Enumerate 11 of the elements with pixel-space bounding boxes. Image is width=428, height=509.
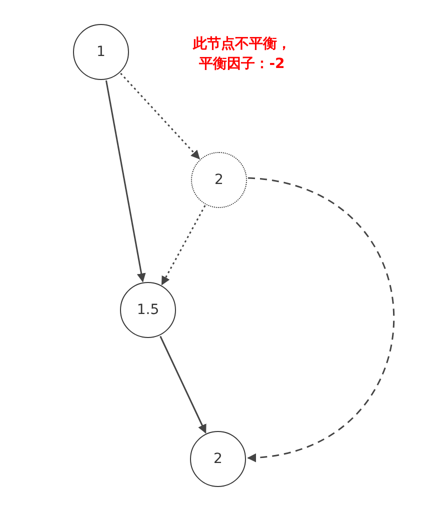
arrow: [161, 205, 206, 286]
node-label: 2: [214, 451, 222, 467]
arrow: [160, 336, 206, 434]
arrow: [120, 72, 200, 160]
node-label: 1.5: [136, 302, 160, 318]
annotation-text: 此节点不平衡，平衡因子：-2: [192, 35, 292, 74]
arrow: [105, 80, 146, 282]
node-label: 2: [214, 172, 224, 188]
node-circle: [120, 282, 176, 338]
node-label: 1: [96, 44, 106, 60]
arrow: [247, 177, 394, 462]
